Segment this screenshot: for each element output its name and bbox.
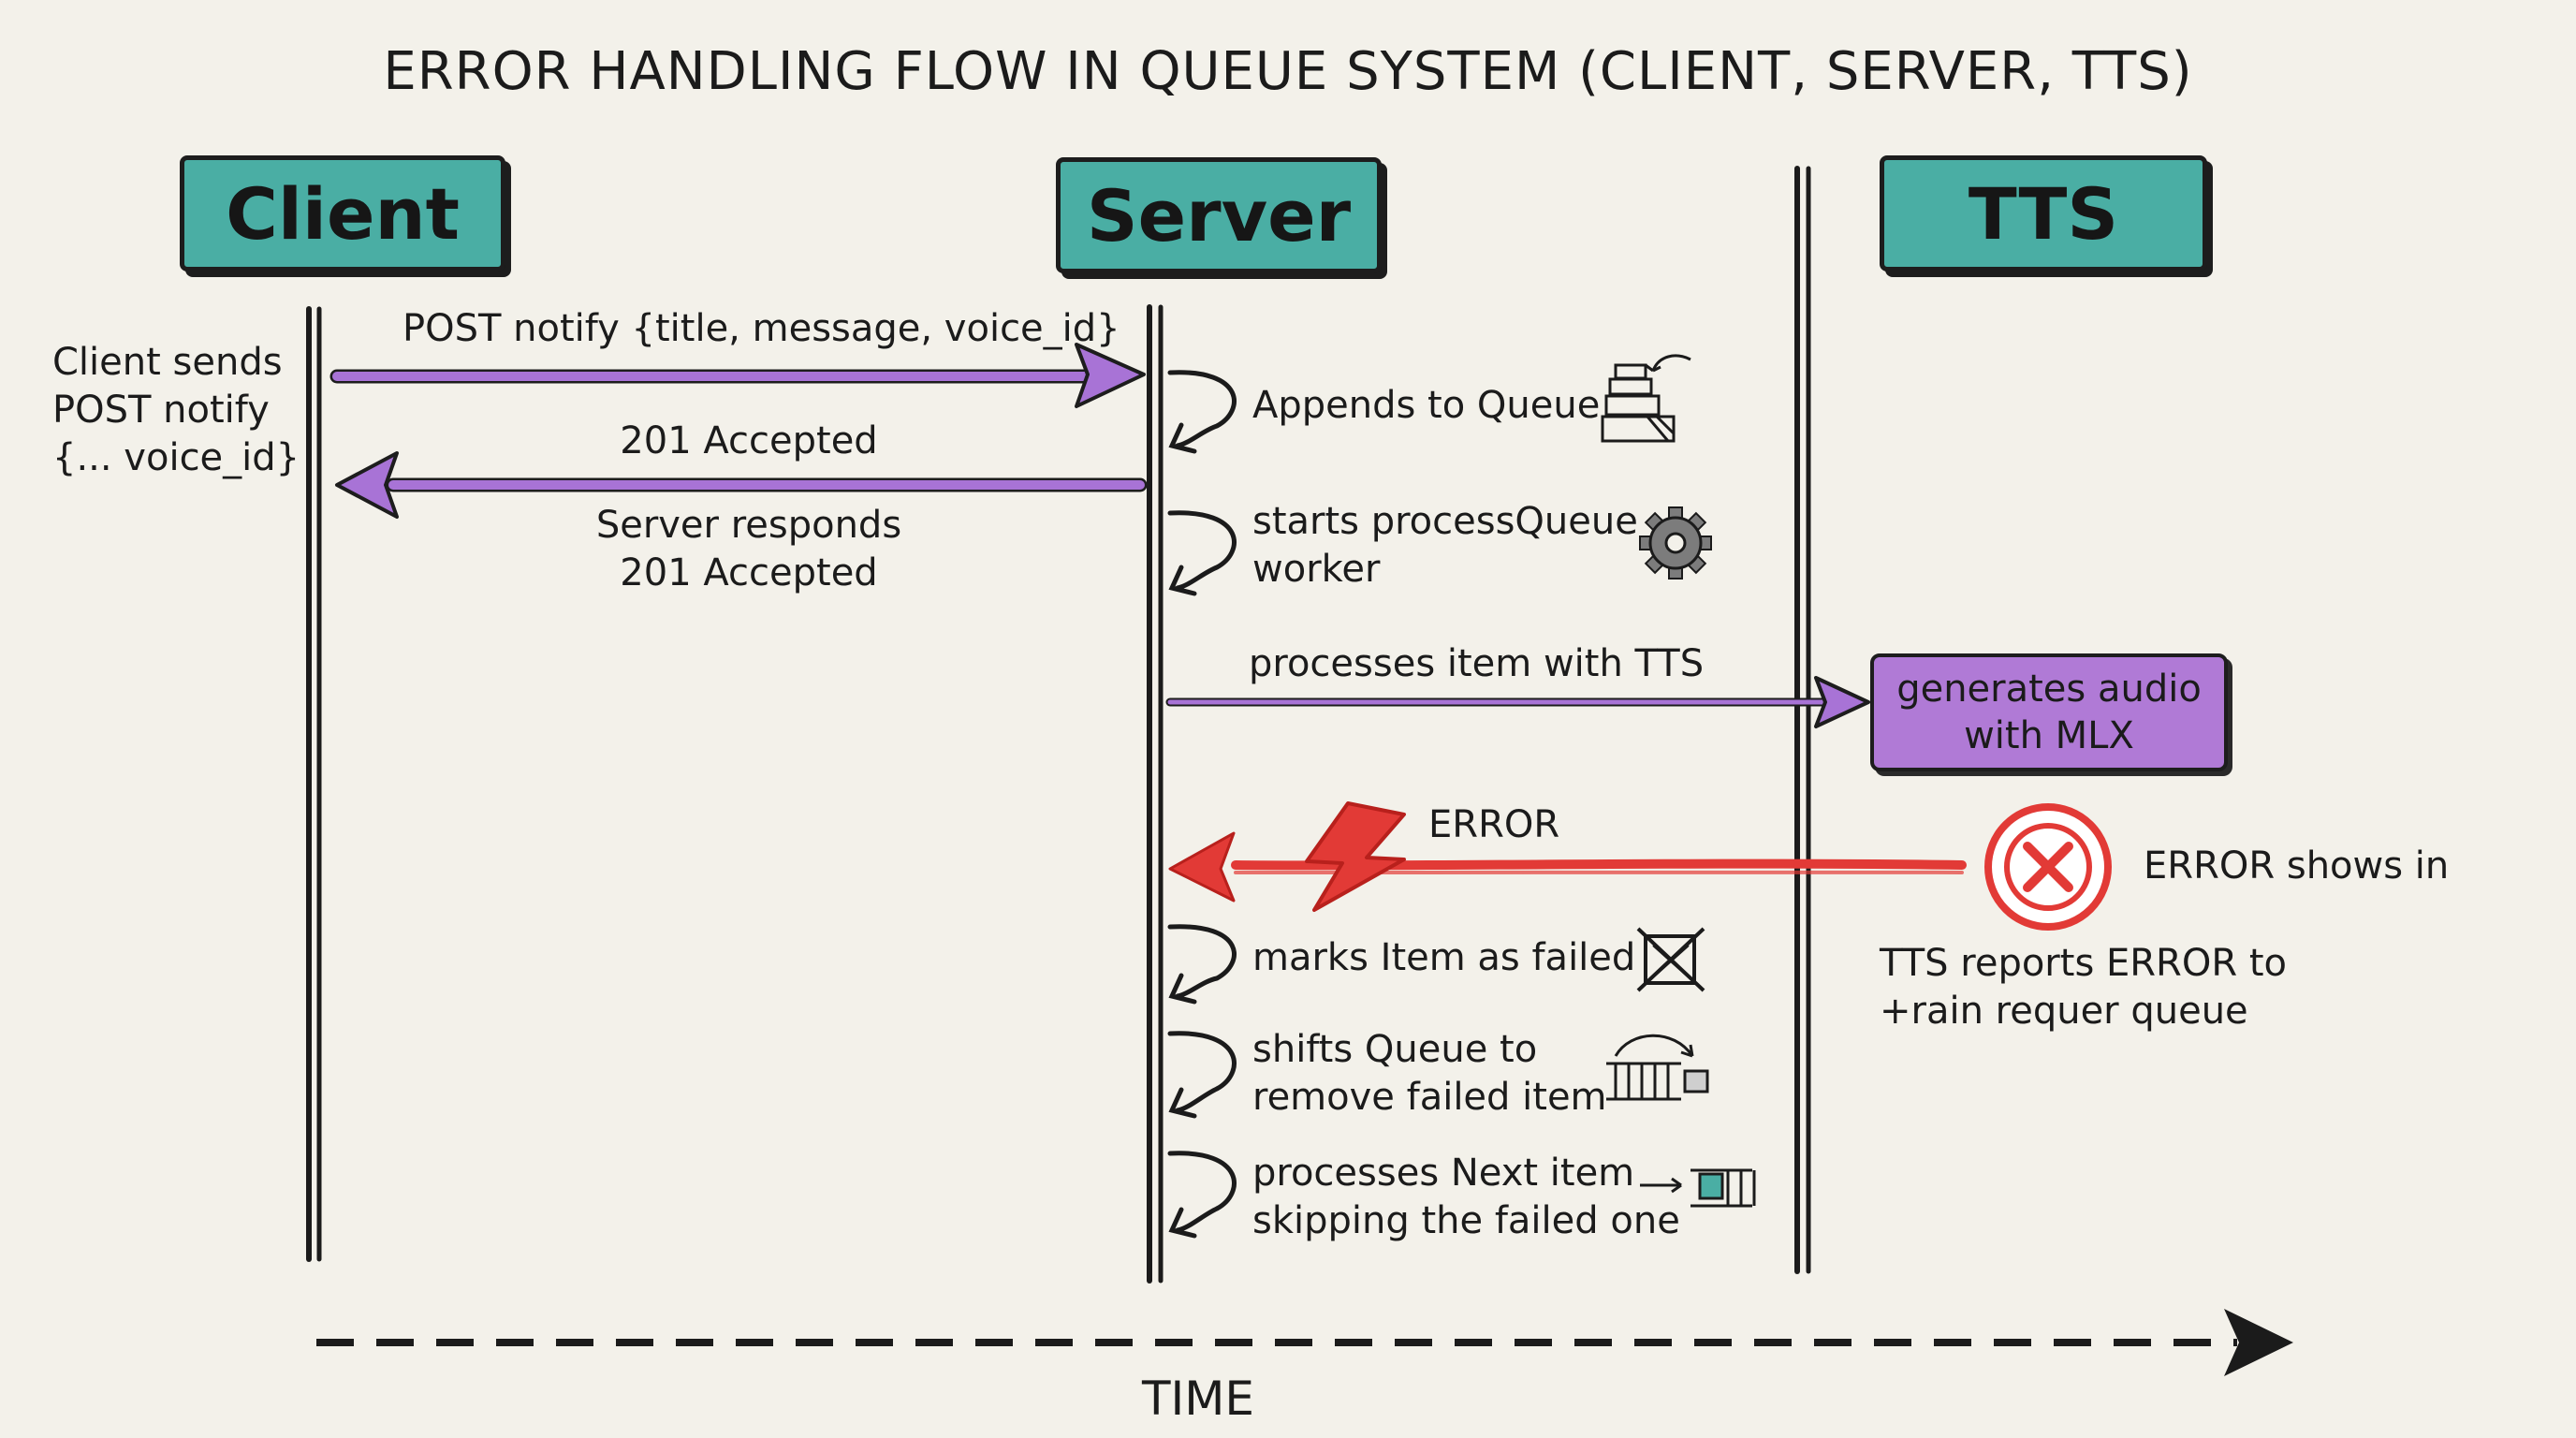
error-label: ERROR — [1428, 803, 1560, 846]
self-call-loop-arrow — [1167, 1151, 1237, 1239]
note-line: TTS reports ERROR to — [1880, 942, 2287, 985]
note-line: Server responds — [595, 504, 902, 547]
note-line: skipping the failed one — [1252, 1199, 1680, 1243]
error-x-icon — [1984, 803, 2112, 931]
note-line: remove failed item — [1252, 1076, 1607, 1120]
self-call-loop-arrow — [1167, 370, 1237, 454]
accepted-label: 201 Accepted — [620, 419, 878, 462]
crossed-box-icon — [1636, 927, 1705, 992]
self-call-loop-arrow — [1167, 510, 1237, 596]
error-shows-note: ERROR shows in — [2144, 844, 2450, 888]
actor-client: Client — [180, 155, 505, 271]
error-arrow — [1168, 831, 1967, 902]
note-line: processes Next item — [1252, 1152, 1635, 1195]
processes-tts-arrow — [1165, 676, 1870, 728]
server-lifeline — [1147, 304, 1164, 1284]
shifts-queue-note: shifts Queue to remove failed item — [1252, 1026, 1607, 1122]
note-line: Client sends — [52, 341, 283, 384]
note-line: starts processQueue — [1252, 500, 1638, 543]
starts-worker-note: starts processQueue worker — [1252, 498, 1638, 594]
generates-audio-box: generates audio with MLX — [1870, 653, 2228, 771]
note-line: +rain requer queue — [1880, 990, 2248, 1034]
self-call-loop-arrow — [1167, 924, 1237, 1005]
processes-next-note: processes Next item skipping the failed … — [1252, 1150, 1680, 1245]
note-line: {... voice_id} — [52, 436, 300, 480]
server-responds-note: Server responds 201 Accepted — [505, 502, 992, 597]
note-line: with MLX — [1964, 714, 2134, 757]
page-title: ERROR HANDLING FLOW IN QUEUE SYSTEM (CLI… — [383, 41, 2193, 102]
actor-tts: TTS — [1880, 155, 2207, 271]
note-line: generates audio — [1896, 668, 2202, 711]
tts-reports-note: TTS reports ERROR to +rain requer queue — [1880, 940, 2287, 1035]
lightning-icon — [1305, 801, 1406, 912]
self-call-loop-arrow — [1167, 1031, 1237, 1119]
post-notify-label: POST notify {title, message, voice_id} — [402, 307, 1120, 350]
marks-failed-note: marks Item as failed — [1252, 936, 1636, 979]
post-notify-arrow — [329, 343, 1146, 408]
note-line: POST notify — [52, 389, 270, 433]
processes-tts-label: processes item with TTS — [1249, 642, 1705, 685]
client-lifeline — [306, 306, 322, 1262]
time-label: TIME — [1142, 1372, 1255, 1426]
gear-icon — [1639, 506, 1712, 580]
client-sends-note: Client sends POST notify {... voice_id} — [52, 339, 300, 483]
time-axis — [316, 1309, 2293, 1376]
tts-lifeline — [1794, 166, 1811, 1274]
next-item-icon — [1640, 1168, 1756, 1208]
queue-stack-icon — [1601, 354, 1691, 443]
note-line: worker — [1252, 548, 1381, 592]
actor-server: Server — [1056, 157, 1382, 273]
accepted-arrow — [335, 451, 1148, 519]
appends-note: Appends to Queue — [1252, 384, 1601, 427]
note-line: shifts Queue to — [1252, 1028, 1538, 1071]
shift-queue-icon — [1606, 1034, 1709, 1101]
note-line: 201 Accepted — [620, 551, 878, 595]
